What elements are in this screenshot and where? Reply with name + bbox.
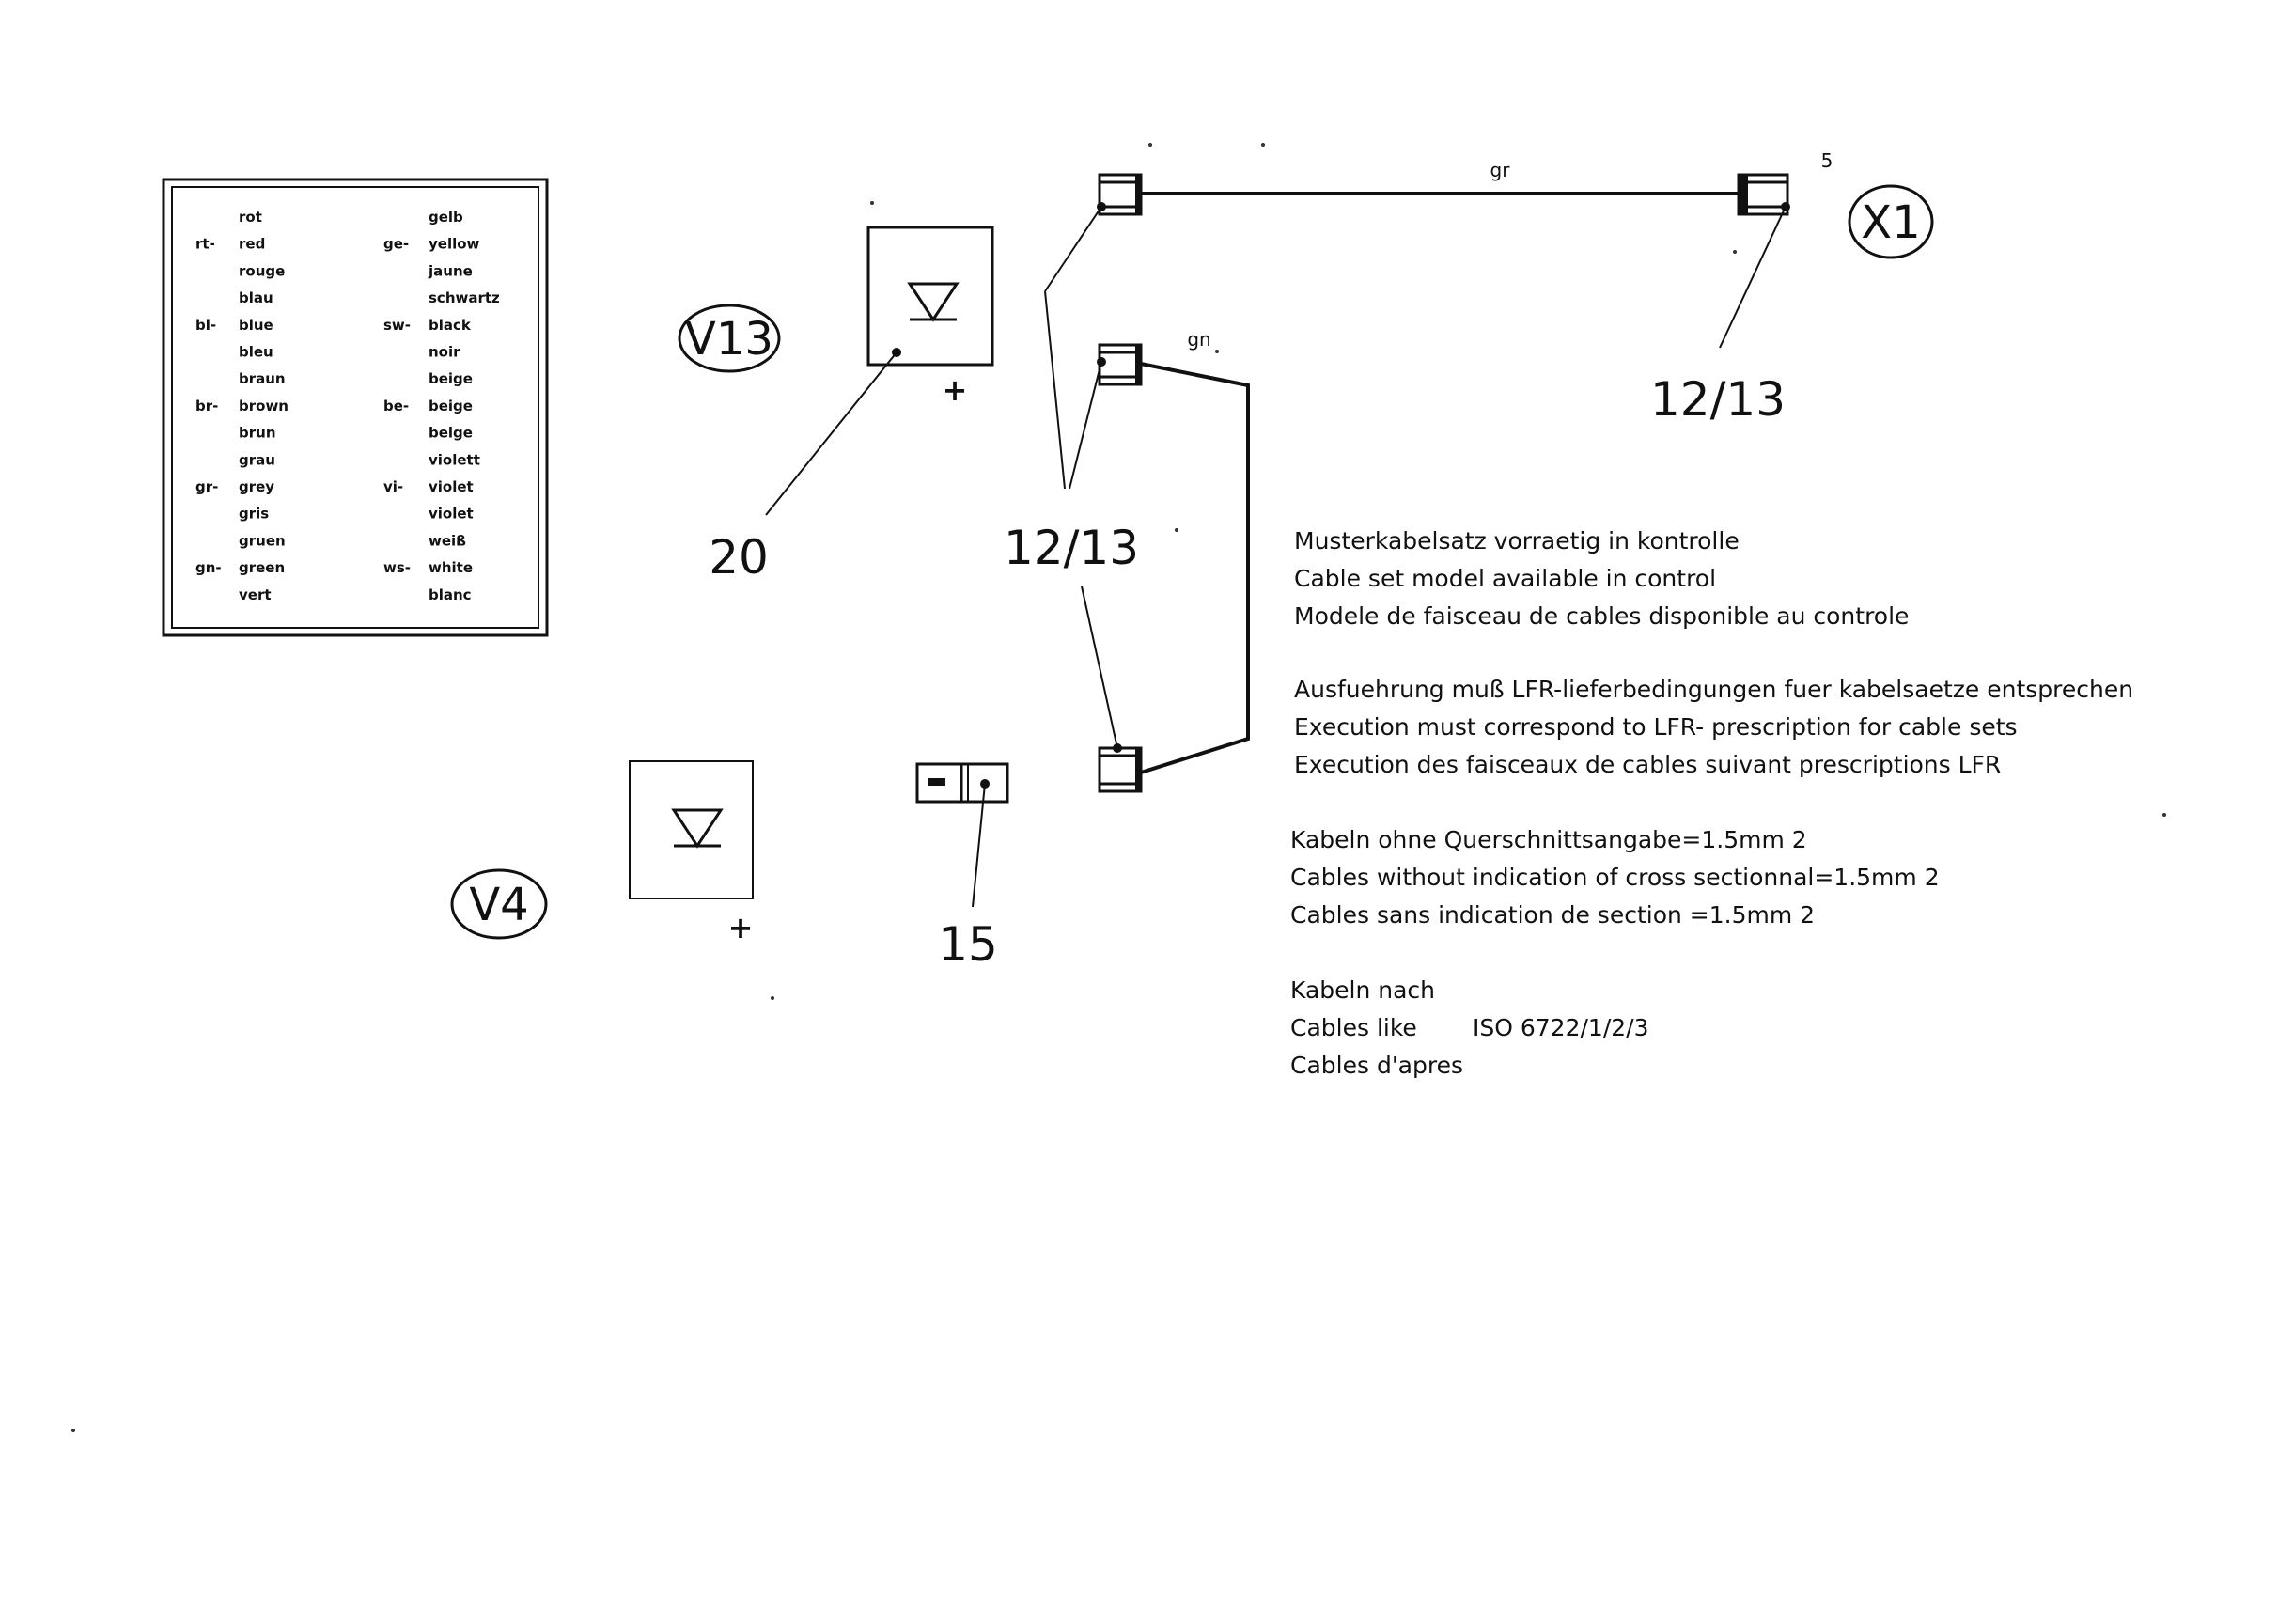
legend-word: bleu (239, 344, 273, 361)
leaders-12-13: 12/13 12/13 (1004, 206, 1787, 749)
legend-word: schwartz (429, 289, 500, 306)
connector-15-pin (928, 778, 945, 786)
ref-12-13-mid: 12/13 (1004, 521, 1139, 575)
v4-plus: + (728, 910, 754, 945)
legend-word: vert (239, 586, 272, 603)
wire-gn-label: gn (1187, 328, 1210, 351)
connector-bottom (1098, 743, 1143, 793)
v4-label: V4 (469, 879, 528, 931)
v4-circle (450, 868, 548, 940)
legend-word: gruen (239, 532, 286, 549)
x1-label: X1 (1861, 196, 1920, 249)
v13-circle (678, 304, 781, 373)
legend-abbr: ge- (383, 236, 409, 253)
legend-word: gris (239, 506, 269, 523)
v13-triangle-icon (907, 282, 960, 322)
wire-green (1140, 362, 1250, 774)
legend-word: braun (239, 370, 286, 387)
connector-middle (1097, 343, 1143, 386)
legend-rows: rot gelb rt-red ge-yellow rouge jaune blau schw… (195, 209, 500, 603)
legend-word: brown (239, 398, 289, 414)
note-line: Execution des faisceaux de cables suivan… (1294, 751, 2001, 778)
legend-word: grau (239, 451, 275, 468)
v13-leader (765, 351, 897, 516)
v4-triangle-icon (671, 808, 724, 849)
legend-word: red (239, 236, 265, 253)
connector-x1 (1737, 173, 1790, 216)
note-line: Cables sans indication de section =1.5mm… (1290, 901, 1815, 929)
legend-word: yellow (429, 236, 480, 253)
note-line: Musterkabelsatz vorraetig in kontrolle (1294, 527, 1740, 554)
legend-outer-frame (162, 178, 549, 637)
v13-box (866, 226, 994, 367)
legend-word: beige (429, 398, 473, 414)
v4-box (629, 760, 754, 899)
color-legend: rot gelb rt-red ge-yellow rouge jaune blau schw… (162, 178, 549, 637)
legend-word: black (429, 317, 472, 334)
pin-5-label: 5 (1821, 149, 1833, 172)
legend-word: rouge (239, 262, 285, 279)
scan-specks (71, 143, 2166, 1432)
legend-word: weiß (429, 532, 466, 549)
legend-word: beige (429, 370, 473, 387)
x1-circle (1848, 184, 1934, 259)
connector-top-left (1097, 173, 1143, 216)
legend-word: brun (239, 425, 276, 442)
legend-word: beige (429, 425, 473, 442)
legend-word: blanc (429, 586, 472, 603)
component-x1: X1 (1848, 184, 1934, 259)
legend-word: noir (429, 344, 460, 361)
legend-word: green (239, 559, 285, 576)
legend-abbr: gn- (195, 559, 222, 576)
note-line: Kabeln ohne Querschnittsangabe=1.5mm 2 (1290, 826, 1807, 853)
legend-abbr: sw- (383, 317, 411, 334)
note-line: Ausfuehrung muß LFR-lieferbedingungen fu… (1294, 676, 2133, 703)
wires: gr gn 5 (1140, 149, 1833, 774)
legend-inner-frame (171, 186, 539, 629)
note-line: Execution must correspond to LFR- prescr… (1294, 713, 2018, 741)
ref-15: 15 (938, 917, 998, 972)
iso-reference: ISO 6722/1/2/3 (1473, 1014, 1648, 1041)
ref-12-13-right: 12/13 (1650, 372, 1786, 427)
legend-word: jaune (428, 262, 473, 279)
legend-abbr: rt- (195, 236, 215, 253)
legend-abbr: gr- (195, 478, 218, 495)
legend-abbr: bl- (195, 317, 216, 334)
note-line: Kabeln nach (1290, 976, 1435, 1004)
legend-word: white (429, 559, 473, 576)
legend-word: blue (239, 317, 273, 334)
legend-word: violet (429, 478, 474, 495)
v13-label: V13 (685, 313, 773, 366)
component-v4: V4 + (450, 760, 754, 945)
legend-word: grey (239, 478, 274, 495)
legend-abbr: vi- (383, 478, 403, 495)
legend-word: rot (239, 209, 262, 226)
legend-abbr: br- (195, 398, 218, 414)
legend-word: violet (429, 506, 474, 523)
connector-15-leader (972, 783, 986, 908)
note-line: Cables d'apres (1290, 1052, 1463, 1079)
legend-abbr: ws- (383, 559, 411, 576)
connector-15: 15 (915, 762, 1009, 972)
v13-plus: + (943, 372, 968, 408)
legend-abbr: be- (383, 398, 409, 414)
notes-block: Musterkabelsatz vorraetig in kontrolle C… (1290, 527, 2133, 1079)
note-line: Cable set model available in control (1294, 565, 1716, 592)
component-v13: V13 + 20 (678, 226, 994, 585)
legend-word: violett (429, 451, 480, 468)
legend-word: gelb (429, 209, 463, 226)
note-line: Modele de faisceau de cables disponible … (1294, 602, 1909, 630)
wire-gr-label: gr (1490, 159, 1511, 181)
ref-20: 20 (709, 530, 769, 585)
legend-word: blau (239, 289, 273, 306)
note-line: Cables like (1290, 1014, 1417, 1041)
note-line: Cables without indication of cross secti… (1290, 864, 1940, 891)
